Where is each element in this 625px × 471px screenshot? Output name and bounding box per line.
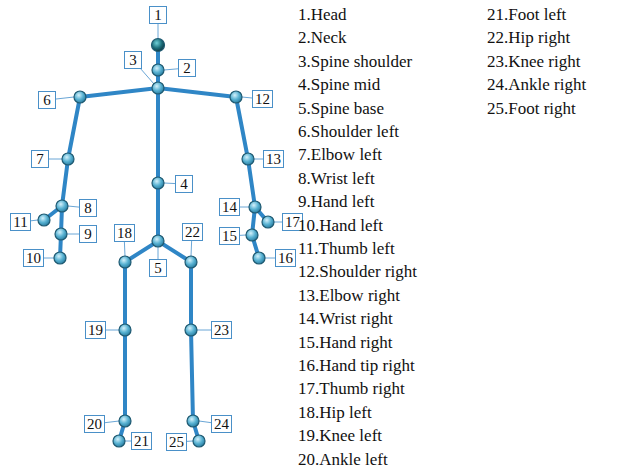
- callout-box: 5: [149, 259, 167, 277]
- callout-box: 3: [124, 51, 142, 69]
- callout-number: 14: [222, 199, 237, 215]
- joint-name: 11.Thumb left: [298, 239, 395, 259]
- callout-box: 6: [38, 91, 56, 109]
- callout-box: 13: [263, 150, 284, 168]
- callout-number: 4: [180, 176, 188, 192]
- callout-box: 20: [84, 415, 105, 433]
- skeleton-bones: [44, 45, 268, 441]
- joint-name: 15.Hand right: [298, 333, 392, 353]
- callout-box: 8: [79, 199, 97, 217]
- joint-name: 21.Foot left: [487, 5, 566, 25]
- joint-name: 12.Shoulder right: [298, 262, 417, 282]
- callout-number: 17: [285, 214, 300, 230]
- callout-box: 19: [85, 321, 106, 339]
- callout-box: 11: [10, 213, 31, 231]
- callout-box: 7: [31, 150, 49, 168]
- callout-number: 21: [134, 433, 149, 449]
- joint-name: 22.Hip right: [487, 28, 570, 48]
- callout-box: 18: [114, 224, 135, 242]
- callout-number: 3: [129, 52, 137, 68]
- joint-name: 8.Wrist left: [298, 169, 375, 189]
- joint-name: 17.Thumb right: [298, 379, 405, 399]
- callout-box: 25: [166, 433, 187, 451]
- callout-number: 1: [154, 7, 162, 23]
- callout-number: 8: [84, 200, 92, 216]
- callout-box: 1: [149, 6, 167, 24]
- joint-name: 23.Knee right: [487, 52, 580, 72]
- callout-box: 14: [219, 198, 240, 216]
- callout-number: 16: [278, 250, 293, 266]
- callout-box: 15: [219, 227, 240, 245]
- joint-name: 10.Hand left: [298, 216, 383, 236]
- joint-name: 3.Spine shoulder: [298, 52, 412, 72]
- joint-name: 24.Ankle right: [487, 75, 586, 95]
- joint-name: 5.Spine base: [298, 99, 384, 119]
- callout-number: 18: [117, 225, 132, 241]
- callout-number: 19: [88, 322, 103, 338]
- joint-name: 9.Hand left: [298, 192, 374, 212]
- joint-name: 19.Knee left: [298, 426, 382, 446]
- joint-name: 2.Neck: [298, 28, 347, 48]
- callout-number: 13: [266, 151, 281, 167]
- callout-box: 12: [252, 90, 273, 108]
- callout-number: 22: [185, 224, 200, 240]
- callout-box: 9: [79, 225, 97, 243]
- callout-number: 20: [87, 416, 102, 432]
- callout-box: 23: [211, 321, 232, 339]
- joint-name: 6.Shoulder left: [298, 122, 399, 142]
- callout-number: 6: [43, 92, 51, 108]
- callout-box: 22: [182, 223, 203, 241]
- callout-number: 2: [183, 60, 191, 76]
- callout-number: 24: [214, 416, 229, 432]
- callout-number: 23: [214, 322, 229, 338]
- callout-box: 4: [175, 175, 193, 193]
- callout-number: 10: [26, 250, 41, 266]
- callout-box: 21: [131, 432, 152, 450]
- joint-name: 7.Elbow left: [298, 145, 382, 165]
- callout-number: 12: [255, 91, 270, 107]
- callout-number: 15: [222, 228, 237, 244]
- callout-number: 9: [84, 226, 92, 242]
- joint-name: 14.Wrist right: [298, 309, 393, 329]
- callout-box: 16: [275, 249, 296, 267]
- callout-number: 7: [36, 151, 44, 167]
- callout-box: 10: [23, 249, 44, 267]
- callout-box: 24: [211, 415, 232, 433]
- joint-name: 20.Ankle left: [298, 450, 388, 470]
- joint-name: 25.Foot right: [487, 99, 576, 119]
- callout-number: 5: [154, 260, 162, 276]
- joint-name: 13.Elbow right: [298, 286, 400, 306]
- skeleton-joints: [38, 39, 274, 448]
- callout-number: 25: [169, 434, 184, 450]
- callout-box: 2: [178, 59, 196, 77]
- joint-name: 4.Spine mid: [298, 75, 380, 95]
- joint-name: 16.Hand tip right: [298, 356, 415, 376]
- joint-name: 18.Hip left: [298, 403, 372, 423]
- callout-number: 11: [13, 214, 27, 230]
- joint-name: 1.Head: [298, 5, 347, 25]
- leader-lines: [20, 15, 292, 442]
